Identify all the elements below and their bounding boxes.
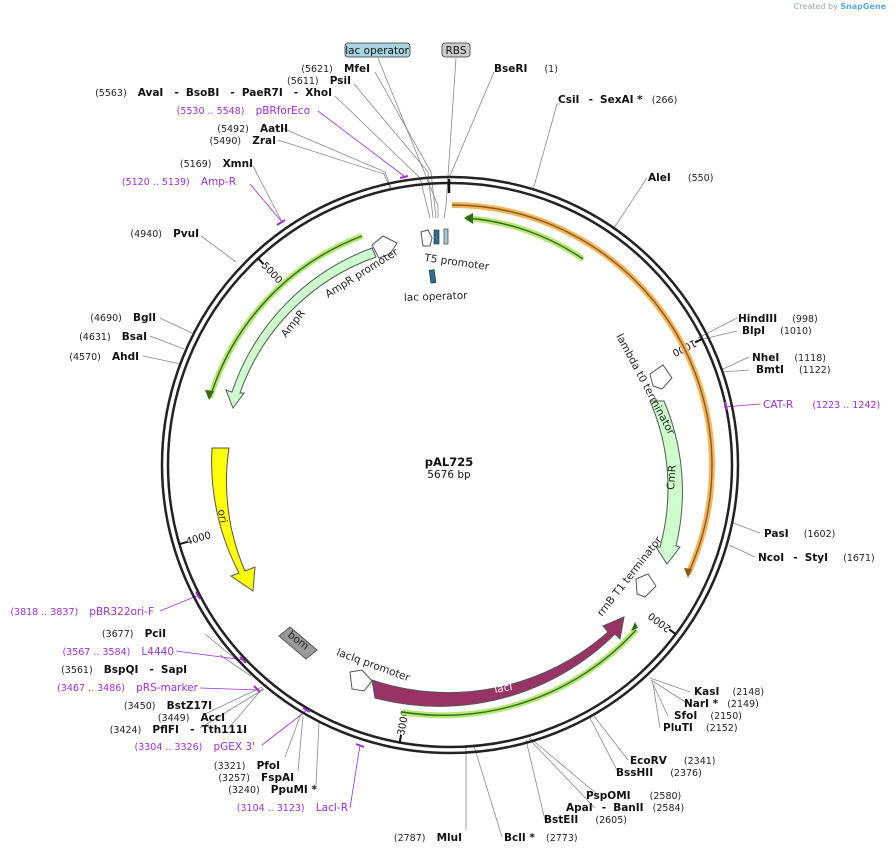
rbs-mark [443, 228, 449, 245]
credit-prefix: Created by [793, 2, 838, 11]
site-label-blpi: BlpI (1010) [742, 319, 812, 338]
feature-label-rrnb-t1-terminator: rrnB T1 terminator [595, 534, 665, 619]
site-label-psii: (5611) PsiI [287, 69, 351, 88]
site-label-kasi: KasI (2148) [694, 680, 764, 699]
site-label-apai-banii: ApaI - BanII (2584) [566, 796, 684, 815]
highlight-arrowheads [205, 213, 692, 631]
primer-label-prs-marker: (3467 .. 3486) pRS-marker [57, 676, 199, 695]
rbs-box-label: RBS [446, 45, 467, 57]
site-label-zrai: (5490) ZraI [210, 129, 276, 148]
site-label-bsteii: BstEII (2605) [544, 808, 627, 827]
feature-label-laci: lacI [493, 681, 513, 696]
site-label-xmni: (5169) XmnI [180, 152, 253, 171]
cmr-arrow [649, 400, 683, 565]
site-label-mfei: (5621) MfeI [301, 57, 370, 76]
feature-arrows [211, 228, 683, 707]
t5-promoter-arrow [420, 229, 433, 247]
lac-operator-mark-2 [428, 269, 437, 284]
site-label-bstz17i: (3450) BstZ17I [124, 694, 212, 713]
feature-label-cmr: CmR [665, 465, 679, 491]
site-label-pflfi-tth111i: (3424) PflFI - Tth111I [110, 718, 247, 737]
primer-label-pbrforeco: (5530 .. 5548) pBRforEco [177, 99, 310, 118]
right-site-labels: BseRI (1) CsiI - SexAI * (266) AleI (550… [494, 57, 875, 845]
site-label-bseri: BseRI (1) [494, 57, 558, 76]
ruler-tick-label-4000: 4000 [185, 530, 213, 548]
lac-operator-box [344, 42, 411, 58]
lac-operator-mark-1 [433, 229, 440, 245]
feature-label-lac-operator: lac operator [404, 290, 469, 304]
site-label-pfoi: (3321) PfoI [214, 754, 280, 773]
top-feature-boxes: lac operator RBS [344, 42, 471, 58]
ruler-tick-4000 [179, 540, 188, 546]
bom-box [278, 626, 318, 660]
lambda-terminator-arrow [649, 364, 673, 390]
site-label-psppomi: PspOMI (2580) [586, 784, 681, 803]
site-label-nari: NarI * (2149) [684, 692, 759, 711]
primer-label-amp-r: (5120 .. 5139) Amp-R [122, 170, 236, 189]
site-label-bsai: (4631) BsaI [79, 325, 147, 344]
primer-label-cat-r: CAT-R (1223 .. 1242) [763, 393, 880, 412]
ruler-tick-label-3000: 3000 [396, 709, 411, 736]
site-label-bgli: (4690) BglI [90, 306, 156, 325]
site-label-ecorv: EcoRV (2341) [630, 749, 716, 768]
site-label-pluti: PluTI (2152) [663, 716, 738, 735]
site-label-fspai: (3257) FspAI [218, 766, 294, 785]
primer-label-l4440: (3567 .. 3584) L4440 [62, 640, 174, 659]
snapgene-credit: Created by SnapGene [794, 2, 886, 11]
site-label-bmti: BmtI (1122) [756, 358, 831, 377]
plasmid-size: 5676 bp [427, 469, 471, 481]
ruler-tick-1000 [694, 337, 703, 344]
lac-operator-box-label: lac operator [345, 45, 409, 57]
highlight-arcs [207, 202, 715, 719]
site-label-nhei: NheI (1118) [752, 346, 826, 365]
t5-region-highlight [465, 215, 585, 262]
primer-label-pgex3: (3304 .. 3326) pGEX 3' [135, 735, 256, 754]
site-label-bsshii: BssHII (2376) [616, 761, 702, 780]
site-label-pcii: (3677) PciI [102, 622, 166, 641]
primer-markers [195, 175, 728, 748]
primer-labels: (5530 .. 5548) pBRforEco (5120 .. 5139) … [10, 99, 880, 815]
ruler-tick-label-2000: 2000 [646, 610, 673, 634]
ampr-promoter-arrow [371, 235, 398, 259]
rrnb-terminator-arrow [635, 573, 657, 598]
snapgene-brand: SnapGene [840, 2, 886, 11]
site-label-ppumi: (3240) PpuMI * [228, 778, 317, 797]
site-label-pasi: PasI (1602) [764, 522, 835, 541]
site-label-bcli: BclI * (2773) [504, 826, 578, 845]
site-label-csii-sexai: CsiI - SexAI * (266) [558, 88, 677, 107]
ruler-tick-3000 [398, 734, 403, 743]
site-label-avai-group: (5563) AvaI - BsoBI - PaeR7I - XhoI [95, 81, 332, 100]
plasmid-name: pAL725 [425, 455, 473, 469]
site-label-hindiii: HindIII (998) [738, 307, 818, 326]
site-label-ahdi: (4570) AhdI [69, 345, 139, 364]
site-label-acci: (3449) AccI [158, 706, 225, 725]
feature-label-laciq-promoter: lacIq promoter [335, 647, 412, 685]
ampr-arrow [225, 247, 377, 410]
site-label-alei: AleI (550) [648, 166, 713, 185]
rbs-box [441, 42, 471, 58]
laci-arrow [371, 616, 625, 707]
site-label-ncoi-styi: NcoI - StyI (1671) [758, 546, 875, 565]
primer-label-pbr322ori-f: (3818 .. 3837) pBR322ori-F [10, 600, 154, 619]
site-label-bspqi-sapi: (3561) BspQI - SapI [61, 658, 187, 677]
left-site-labels: (5621) MfeI (5611) PsiI (5563) AvaI - Bs… [61, 57, 462, 845]
laciq-promoter-arrow [349, 669, 373, 692]
ruler-tick-2000 [668, 628, 677, 635]
site-label-mlui: (2787) MluI [394, 826, 462, 845]
ori-arrow [211, 447, 256, 592]
site-label-aatii: (5492) AatII [217, 117, 288, 136]
site-label-sfoi: SfoI (2150) [674, 704, 742, 723]
primer-label-laci-r: (3104 .. 3123) LacI-R [237, 796, 348, 815]
feature-label-ori: ori [215, 508, 229, 524]
site-label-pvui: (4940) PvuI [130, 222, 199, 241]
ruler-tick-5000 [257, 257, 265, 265]
feature-label-lambda-t0-terminator: lambda t0 terminator [613, 332, 677, 438]
